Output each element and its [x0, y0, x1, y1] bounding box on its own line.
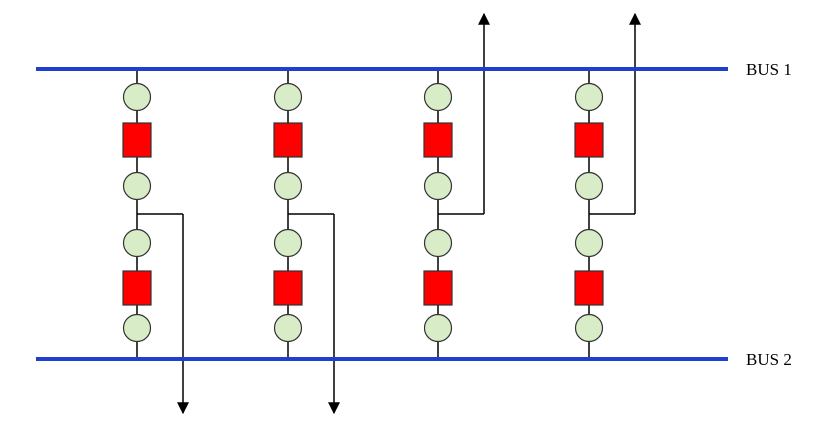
bay-2-breaker-1 — [273, 122, 303, 158]
bay-1-disconnector-2 — [122, 171, 152, 201]
bay-1-disconnector-4 — [122, 313, 152, 343]
bay-3-disconnector-3 — [423, 228, 453, 258]
bay-3-disconnector-4 — [423, 313, 453, 343]
bay-1-disconnector-1 — [122, 82, 152, 112]
bus-2-label: BUS 2 — [746, 350, 792, 369]
components — [122, 82, 604, 343]
bay-3-disconnector-1 — [423, 82, 453, 112]
bay-4-disconnector-4 — [574, 313, 604, 343]
bay-2-disconnector-4 — [273, 313, 303, 343]
bay-3-breaker-1 — [423, 122, 453, 158]
buses — [36, 67, 728, 361]
bus-1-label: BUS 1 — [746, 60, 792, 79]
bay-1-breaker-2 — [122, 270, 152, 306]
bay-3-disconnector-2 — [423, 171, 453, 201]
bay-2-breaker-2 — [273, 270, 303, 306]
bay-3-breaker-2 — [423, 270, 453, 306]
bay-1-breaker-1 — [122, 122, 152, 158]
bay-4-breaker-2 — [574, 270, 604, 306]
bay-4-breaker-1 — [574, 122, 604, 158]
wires — [136, 12, 641, 415]
bay-2-disconnector-1 — [273, 82, 303, 112]
bay-1-disconnector-3 — [122, 228, 152, 258]
bay-4-disconnector-3 — [574, 228, 604, 258]
bay-2-disconnector-3 — [273, 228, 303, 258]
bay-2-disconnector-2 — [273, 171, 303, 201]
bay-4-disconnector-2 — [574, 171, 604, 201]
bay-4-disconnector-1 — [574, 82, 604, 112]
